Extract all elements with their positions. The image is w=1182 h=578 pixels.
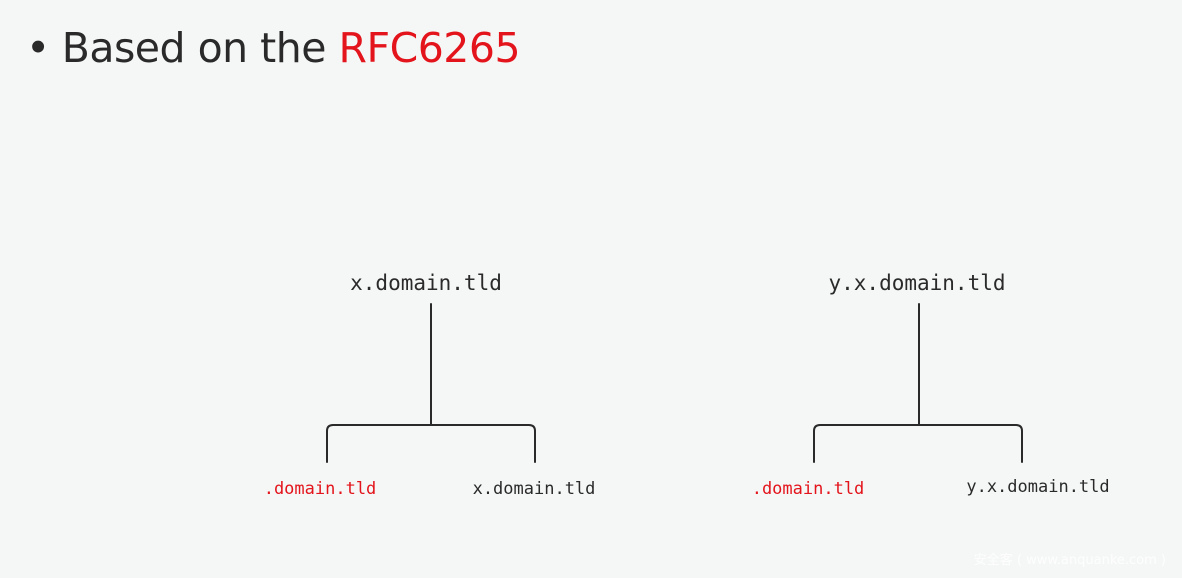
tree2-root-domain: y.x.domain.tld	[828, 271, 1006, 295]
tree1-right-leaf-domain: x.domain.tld	[472, 479, 596, 499]
slide-heading: •Based on the RFC6265	[26, 24, 521, 72]
heading-text: Based on the	[61, 24, 339, 72]
tree2-right-leaf-domain: y.x.domain.tld	[966, 477, 1110, 497]
heading-highlight: RFC6265	[338, 24, 521, 72]
watermark: 安全客 ( www.anquanke.com )	[973, 553, 1166, 568]
tree1-bracket	[326, 424, 536, 463]
tree2-left-leaf-domain: .domain.tld	[751, 479, 865, 499]
bullet-point: •	[26, 24, 50, 72]
tree2-bracket	[813, 424, 1023, 463]
tree1-root-domain: x.domain.tld	[350, 271, 502, 295]
tree1-left-leaf-domain: .domain.tld	[263, 479, 377, 499]
